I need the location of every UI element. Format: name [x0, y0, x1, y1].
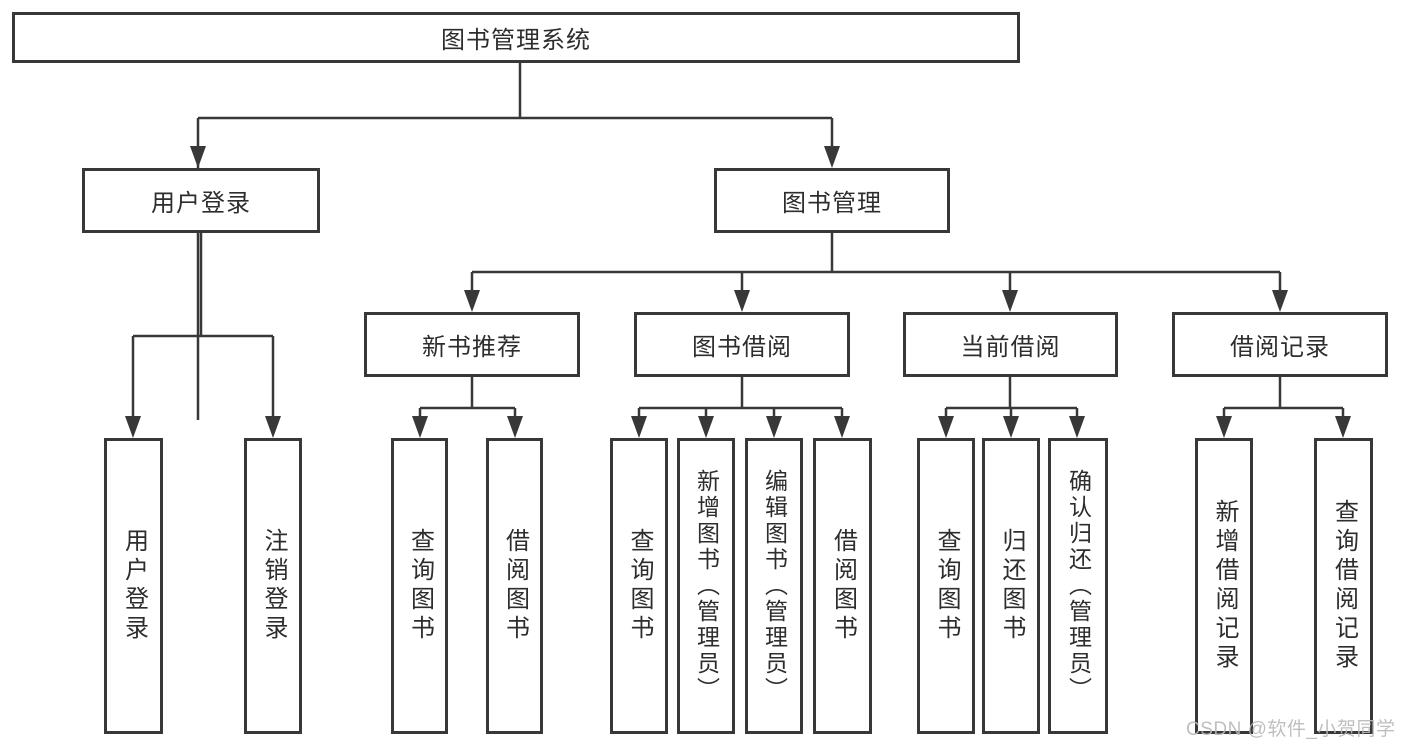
leaf-label: 查询图书 [626, 528, 653, 644]
leaf-label: 借阅图书 [501, 528, 529, 644]
leaf-label: 新增借阅记录 [1211, 499, 1238, 673]
arrowheads [125, 146, 1351, 438]
leaf-edit-book-admin: 编辑图书（管理员） [745, 438, 803, 734]
leaf-label: 注销登录 [260, 528, 287, 644]
node-book-management: 图书管理 [714, 168, 950, 233]
leaf-borrow-books-borrow: 借阅图书 [813, 438, 872, 734]
leaf-add-borrow-record: 新增借阅记录 [1195, 438, 1253, 734]
node-current-borrow: 当前借阅 [903, 312, 1118, 377]
leaf-label: 编辑图书（管理员） [761, 469, 788, 703]
node-new-book-recommend: 新书推荐 [364, 312, 580, 377]
leaf-logout: 注销登录 [244, 438, 302, 734]
leaf-label: 归还图书 [998, 528, 1025, 644]
watermark: CSDN @软件_小贺同学 [1186, 719, 1396, 740]
connector-stems [131, 63, 1345, 420]
leaf-add-book-admin: 新增图书（管理员） [677, 438, 735, 734]
leaf-confirm-return-admin: 确认归还（管理员） [1048, 438, 1108, 734]
leaf-borrow-books-recommend: 借阅图书 [486, 438, 543, 734]
leaf-user-login: 用户登录 [104, 438, 163, 734]
leaf-label: 借阅图书 [829, 528, 857, 644]
node-borrow-records: 借阅记录 [1172, 312, 1388, 377]
leaf-query-books-recommend: 查询图书 [391, 438, 448, 734]
leaf-label: 新增图书（管理员） [693, 469, 720, 703]
leaf-label: 查询借阅记录 [1330, 499, 1358, 673]
leaf-label: 确认归还（管理员） [1065, 469, 1092, 703]
leaf-query-books-borrow: 查询图书 [610, 438, 668, 734]
node-book-borrow: 图书借阅 [634, 312, 850, 377]
leaf-label: 查询图书 [406, 528, 434, 644]
leaf-query-borrow-record: 查询借阅记录 [1314, 438, 1373, 734]
leaf-query-books-current: 查询图书 [917, 438, 975, 734]
leaf-return-book: 归还图书 [982, 438, 1040, 734]
node-root: 图书管理系统 [12, 12, 1020, 63]
leaf-label: 查询图书 [933, 528, 960, 644]
node-user-login-branch: 用户登录 [82, 168, 320, 233]
leaf-label: 用户登录 [120, 528, 148, 644]
